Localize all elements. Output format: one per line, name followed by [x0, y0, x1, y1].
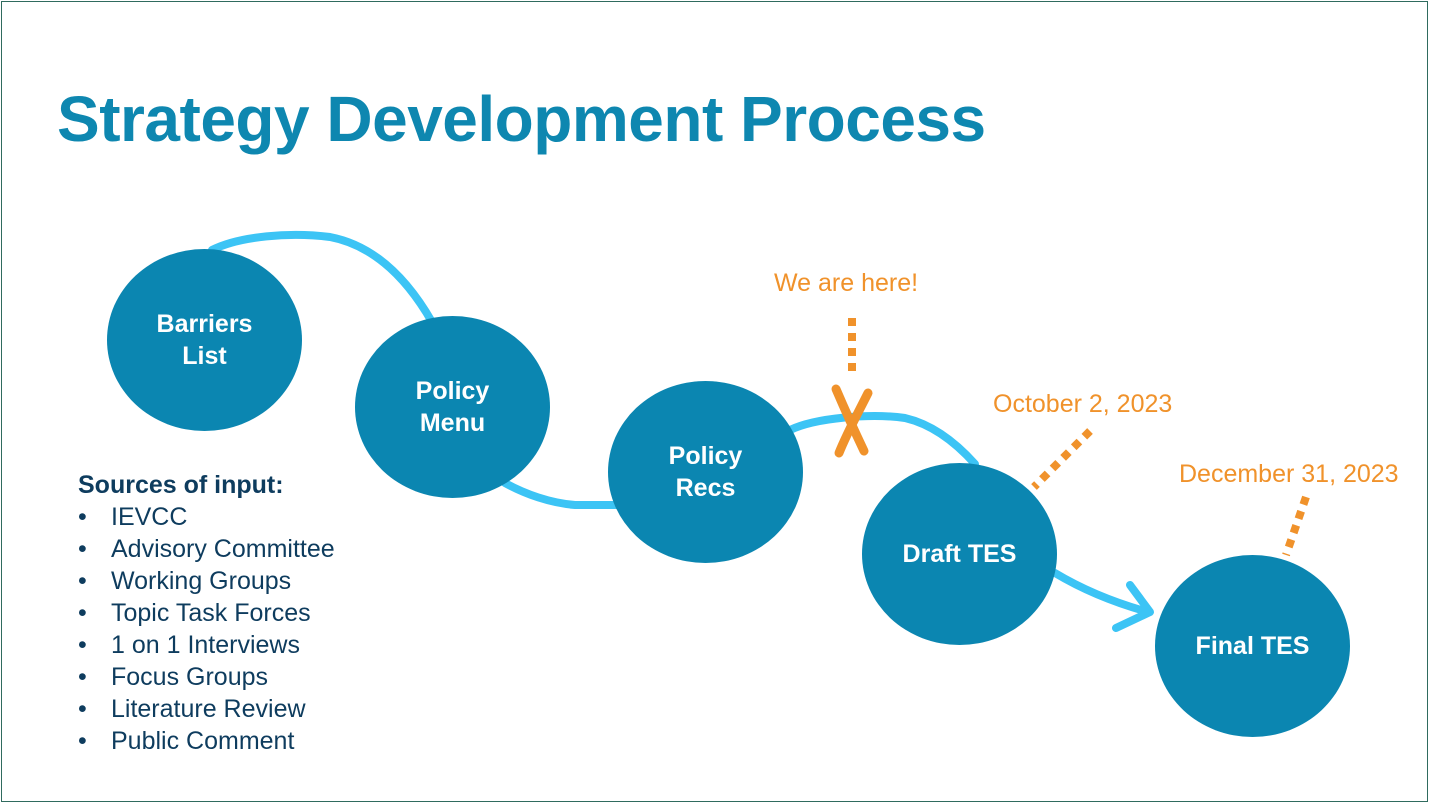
bullet-icon: •: [78, 663, 87, 691]
bullet-icon: •: [78, 631, 87, 659]
node-policy-recs: Policy Recs: [608, 381, 803, 563]
bullet-icon: •: [78, 567, 87, 595]
node-label: Policy: [415, 377, 490, 405]
list-item: •Literature Review: [78, 695, 306, 723]
node-policy-menu: Policy Menu: [355, 316, 550, 498]
list-item: •Focus Groups: [78, 663, 269, 691]
list-item: •Public Comment: [78, 727, 295, 755]
list-item: •IEVCC: [78, 503, 188, 531]
node-label: Menu: [419, 409, 486, 437]
node-barriers-list: Barriers List: [107, 249, 302, 431]
bullet-icon: •: [78, 535, 87, 563]
list-item: •Topic Task Forces: [78, 599, 311, 627]
connector-recs-to-draft: [786, 412, 979, 468]
bullet-icon: •: [78, 727, 87, 755]
sources-heading: Sources of input:: [78, 471, 284, 499]
node-label: Final TES: [1195, 632, 1310, 660]
node-label: Draft TES: [902, 540, 1017, 568]
annotation-we-are-here: We are here!: [774, 269, 919, 297]
list-item: •Advisory Committee: [78, 535, 335, 563]
arrow-head-icon: [1112, 581, 1154, 632]
connector-draft-to-final: [1051, 569, 1152, 616]
node-label: Recs: [675, 474, 736, 502]
annotation-final-date: December 31, 2023: [1179, 460, 1399, 488]
sources-list: •IEVCC •Advisory Committee •Working Grou…: [78, 501, 335, 757]
page-title: Strategy Development Process: [57, 83, 986, 155]
leader-final-date: [1282, 495, 1310, 557]
node-label: Policy: [668, 442, 743, 470]
node-final-tes: Final TES: [1155, 555, 1350, 737]
list-item: •Working Groups: [78, 567, 292, 595]
node-label: Barriers: [156, 310, 253, 338]
connector-menu-to-recs: [501, 479, 622, 509]
connector-barriers-to-menu: [208, 230, 436, 326]
x-mark-icon: [831, 384, 873, 458]
bullet-icon: •: [78, 695, 87, 723]
bullet-icon: •: [78, 599, 87, 627]
node-draft-tes: Draft TES: [862, 463, 1057, 645]
sources-panel: Sources of input: •IEVCC •Advisory Commi…: [78, 469, 335, 757]
annotation-draft-date: October 2, 2023: [993, 390, 1173, 418]
bullet-icon: •: [78, 503, 87, 531]
leader-draft-date: [1031, 428, 1093, 490]
node-label: List: [182, 342, 227, 370]
list-item: •1 on 1 Interviews: [78, 631, 300, 659]
